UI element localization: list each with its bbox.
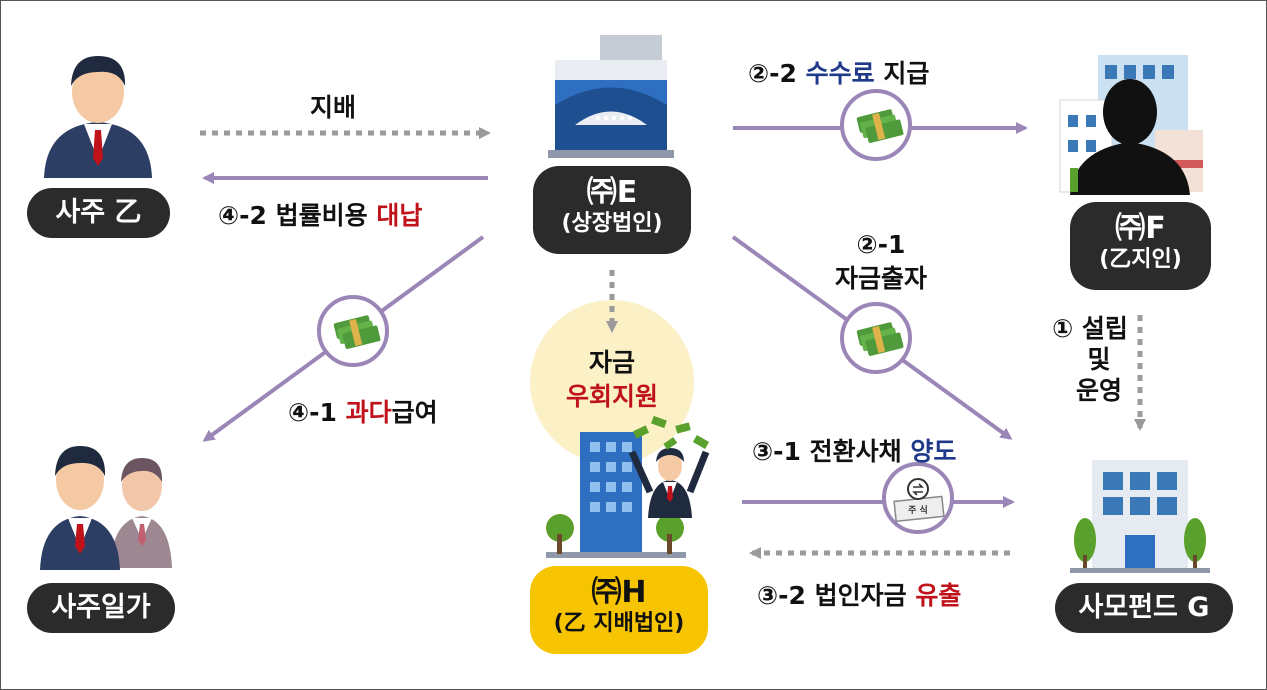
- company-e-sub: (상장법인): [561, 211, 663, 236]
- excess-pay-label: ④-1 과다급여: [288, 393, 438, 429]
- cb-transfer-label-prefix: ③-1 전환사채: [752, 437, 911, 466]
- building-f-icon: [1059, 55, 1203, 195]
- establish-label: ① 설립 및 운영: [1032, 313, 1148, 406]
- excess-pay-label-prefix: ④-1: [288, 398, 346, 427]
- establish-label-line2: 및: [1087, 345, 1111, 374]
- stock-doc-text: 주 식: [908, 506, 928, 516]
- detour-support-line2: 우회지원: [565, 382, 658, 411]
- detour-support-label: 자금 우회지원: [552, 346, 672, 414]
- company-e-node: ㈜E (상장법인): [533, 166, 691, 254]
- owner-person-icon: [44, 56, 152, 178]
- family-label: 사주일가: [51, 592, 151, 623]
- fund-g-node: 사모펀드 G: [1055, 583, 1233, 633]
- cb-transfer-label: ③-1 전환사채 양도: [752, 432, 956, 468]
- owner-node: 사주 乙: [27, 188, 170, 238]
- money-icon: [840, 89, 912, 161]
- fee-label: ②-2 수수료 지급: [748, 54, 929, 90]
- outflow-label-highlight: 유출: [915, 581, 962, 610]
- fund-g-label: 사모펀드 G: [1078, 592, 1210, 623]
- company-f-node: ㈜F (乙지인): [1070, 202, 1211, 290]
- outflow-label-prefix: ③-2 법인자금: [757, 581, 916, 610]
- company-h-sub: (乙 지배법인): [553, 611, 685, 636]
- excess-pay-label-highlight: 과다: [345, 398, 392, 427]
- company-f-name: ㈜F: [1115, 211, 1166, 246]
- building-g-icon: [1070, 460, 1210, 573]
- control-label: 지배: [310, 93, 357, 122]
- owner-label: 사주 乙: [55, 197, 142, 228]
- legal-cost-label-highlight: 대납: [376, 201, 423, 230]
- money-icon: [840, 302, 912, 374]
- building-h-icon: [546, 415, 710, 558]
- outflow-label: ③-2 법인자금 유출: [757, 576, 961, 612]
- investment-label-line2: 자금출자: [834, 264, 927, 293]
- establish-label-line3: 운영: [1075, 376, 1122, 405]
- money-icon: [317, 295, 389, 367]
- fee-label-prefix: ②-2: [748, 59, 806, 88]
- fee-label-highlight: 수수료: [805, 59, 875, 88]
- detour-support-line1: 자금: [588, 348, 635, 377]
- excess-pay-label-suffix: 급여: [391, 398, 438, 427]
- building-e-icon: [548, 35, 674, 158]
- family-persons-icon: [40, 446, 172, 570]
- company-e-name: ㈜E: [586, 175, 638, 210]
- stock-certificate-icon: [882, 462, 954, 534]
- company-h-node: ㈜H (乙 지배법인): [530, 566, 708, 654]
- legal-cost-label-prefix: ④-2 법률비용: [218, 201, 377, 230]
- company-h-name: ㈜H: [591, 575, 647, 610]
- company-f-sub: (乙지인): [1099, 247, 1182, 272]
- cb-transfer-label-highlight: 양도: [910, 437, 957, 466]
- legal-cost-label: ④-2 법률비용 대납: [218, 196, 422, 232]
- fee-label-suffix: 지급: [874, 59, 930, 88]
- family-node: 사주일가: [27, 583, 175, 633]
- investment-label: ②-1 자금출자: [826, 228, 936, 296]
- establish-label-line1: ① 설립: [1052, 314, 1128, 343]
- investment-label-line1: ②-1: [856, 230, 906, 259]
